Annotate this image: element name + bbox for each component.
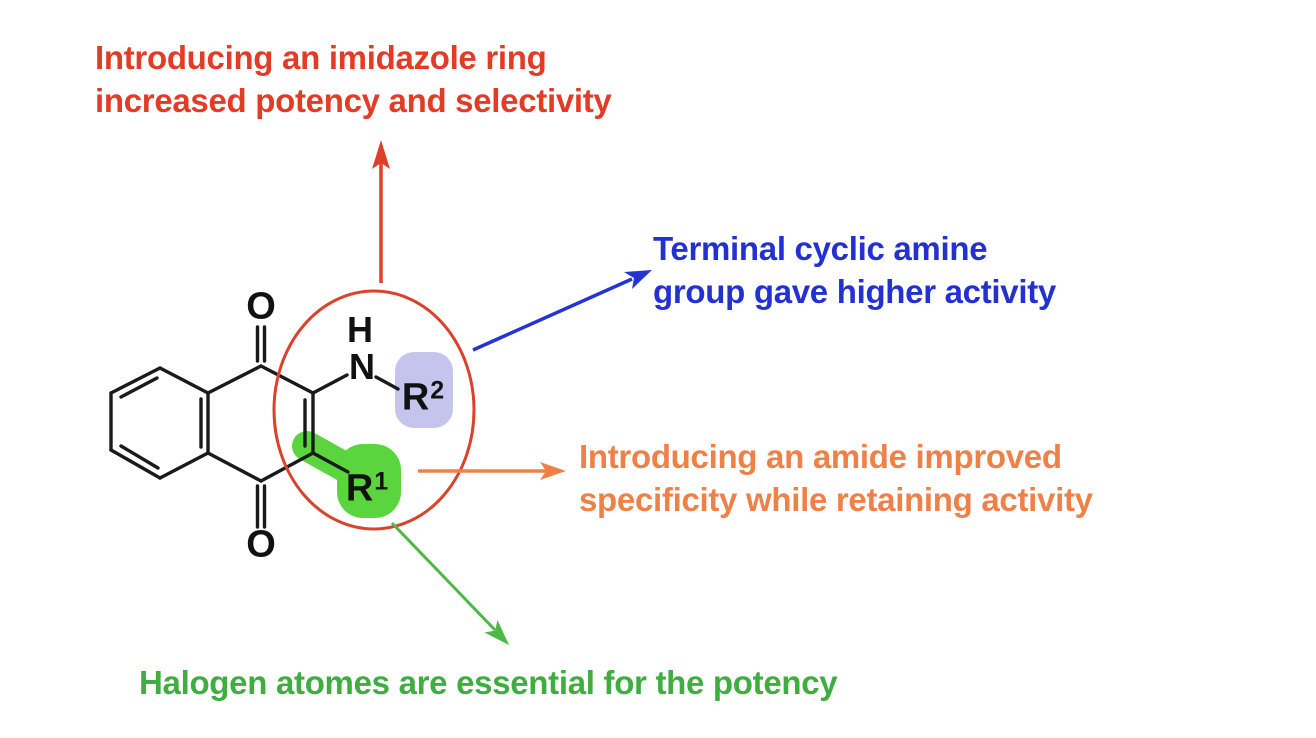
bond xyxy=(259,364,315,395)
r2-label-base: R xyxy=(401,376,430,419)
imidazole-note: Introducing an imidazole ring increased … xyxy=(95,36,612,122)
halogen-note: Halogen atomes are essential for the pot… xyxy=(139,661,838,704)
amide-note-line2: specificity while retaining activity xyxy=(579,481,1093,518)
imidazole-arrow-head xyxy=(372,140,390,169)
amine-n-label: N xyxy=(349,346,375,387)
amine-note: Terminal cyclic amine group gave higher … xyxy=(653,227,1056,313)
double-bond-inner xyxy=(119,376,159,399)
r1-highlight-blob xyxy=(337,444,401,518)
oxygen-top-label: O xyxy=(246,285,276,328)
double-bond-inner xyxy=(119,444,160,470)
bond xyxy=(374,375,400,391)
bond xyxy=(158,366,210,395)
r2-highlight-blob xyxy=(395,352,453,428)
bond xyxy=(158,451,210,480)
halogen-arrow-line xyxy=(390,521,497,632)
amine-h-label: H xyxy=(347,309,373,350)
amide-note: Introducing an amide improved specificit… xyxy=(579,435,1093,521)
sar-ellipse xyxy=(272,289,476,531)
amide-arrow xyxy=(418,462,566,480)
imidazole-note-line1: Introducing an imidazole ring xyxy=(95,39,547,76)
amine-arrow-head xyxy=(624,270,652,289)
amide-arrow-head xyxy=(540,462,566,480)
oxygen-bottom-label: O xyxy=(246,523,276,566)
r2-label: R2 xyxy=(402,377,444,420)
halogen-arrow-head xyxy=(484,620,509,645)
r1-label-base: R xyxy=(345,467,374,510)
bond xyxy=(206,364,263,395)
bond xyxy=(206,451,263,483)
amide-note-line1: Introducing an amide improved xyxy=(579,438,1062,475)
amine-arrow xyxy=(472,270,652,352)
r2-highlight xyxy=(395,352,453,428)
r2-label-superscript: 2 xyxy=(430,376,445,405)
imidazole-note-line2: increased potency and selectivity xyxy=(95,82,612,119)
halogen-note-line1: Halogen atomes are essential for the pot… xyxy=(139,664,838,701)
halogen-arrow xyxy=(390,521,509,645)
amine-arrow-line xyxy=(472,277,633,352)
bond xyxy=(311,373,349,395)
r1-label: R1 xyxy=(346,468,388,511)
imidazole-arrow xyxy=(372,140,390,283)
bond xyxy=(311,451,350,474)
amine-note-line2: group gave higher activity xyxy=(653,273,1056,310)
bond xyxy=(109,366,162,395)
amine-note-line1: Terminal cyclic amine xyxy=(653,230,988,267)
bond-lines xyxy=(109,325,400,529)
r1-label-superscript: 1 xyxy=(374,467,389,496)
bond xyxy=(109,448,162,480)
